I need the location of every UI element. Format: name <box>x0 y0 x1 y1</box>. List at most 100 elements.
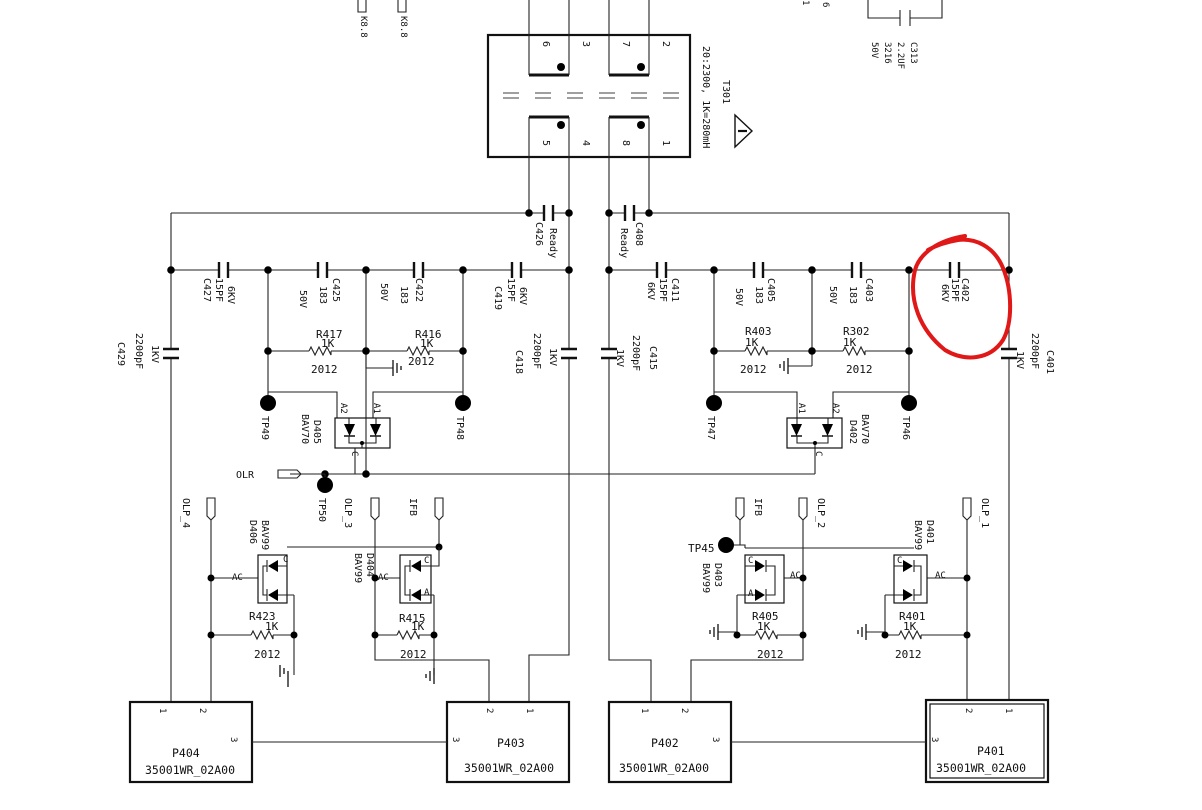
tp49-label: TP49 <box>259 416 270 440</box>
p401-pin1: 1 <box>1003 708 1013 713</box>
tp45-pad[interactable] <box>718 537 734 553</box>
d405-ref: D405 <box>311 420 322 444</box>
c411-ref: C411 <box>669 278 680 302</box>
p404-part: 35001WR_02A00 <box>145 763 235 777</box>
r416-ref: R416 <box>415 328 442 341</box>
r423-zigzag <box>250 629 274 641</box>
r302-ref: R302 <box>843 325 870 338</box>
d401-ref: D401 <box>924 520 935 544</box>
tp47-pad[interactable] <box>706 395 722 411</box>
p403-ref: P403 <box>497 736 525 750</box>
c415-value: 2200pF <box>630 335 641 371</box>
c411-value: 15PF <box>657 278 668 302</box>
t301-pin-7: 7 <box>620 41 631 47</box>
p401-pin2: 2 <box>963 708 973 713</box>
c418-value: 2200pF <box>531 333 542 369</box>
d403-part: BAV99 <box>700 563 711 593</box>
connector-p403: 2 1 3 P403 35001WR_02A00 <box>445 700 571 784</box>
p402-part: 35001WR_02A00 <box>619 761 709 775</box>
t301-pin-5: 5 <box>540 140 551 146</box>
c402-voltage: 6KV <box>939 284 950 302</box>
c429-ref: C429 <box>115 342 126 366</box>
connector-p402: 1 2 3 P402 35001WR_02A00 <box>607 700 733 784</box>
ground-icon-r401 <box>857 624 867 640</box>
c313-package: 3216 <box>882 42 892 64</box>
p403-pin3: 3 <box>450 737 460 742</box>
lower-right-wiring <box>690 520 971 702</box>
r417-value: 1K <box>321 337 335 350</box>
tp48-pad[interactable] <box>455 395 471 411</box>
tp45-label: TP45 <box>688 542 715 555</box>
r302-package: 2012 <box>846 363 873 376</box>
ground-icon-r415 <box>425 668 435 684</box>
d403-pin-a: A <box>748 589 754 599</box>
c401-voltage: 1KV <box>1014 351 1025 369</box>
p402-ref: P402 <box>651 736 679 750</box>
diode-d406: AC C D406 BAV99 <box>232 520 294 604</box>
d406-part: BAV99 <box>259 520 270 550</box>
fragment-label-b: K8.8 <box>398 16 408 38</box>
d405-part: BAV70 <box>299 414 310 444</box>
p404-pin3: 3 <box>228 737 238 742</box>
t301-pin-4: 4 <box>580 140 591 146</box>
c419-voltage: 6KV <box>517 287 528 305</box>
tp46-pad[interactable] <box>901 395 917 411</box>
fragment-label-c: 1 <box>800 0 810 5</box>
t301-pin-2: 2 <box>660 41 671 47</box>
p401-pin3: 3 <box>929 737 939 742</box>
tp50-label: TP50 <box>316 498 327 522</box>
c401-ref: C401 <box>1044 350 1055 374</box>
r405-ref: R405 <box>752 610 779 623</box>
upper-resistors: R417 1K 2012 R416 1K 2012 R403 1K 2012 R… <box>308 325 873 376</box>
tp47-label: TP47 <box>705 416 716 440</box>
t301-pin-3: 3 <box>580 41 591 47</box>
p404-ref: P404 <box>172 746 200 760</box>
r415-value: 1K <box>411 620 425 633</box>
net-olp2: OLP_2 <box>815 498 826 528</box>
r302-value: 1K <box>843 336 857 349</box>
t301-pin-8: 8 <box>620 140 631 146</box>
transformer-t301: 6 3 7 2 5 4 8 1 20:2300, 1K=280mH T301 <box>486 0 754 213</box>
r415-package: 2012 <box>400 648 427 661</box>
diode-d403: AC C A D403 BAV99 <box>700 554 801 604</box>
tp49-pad[interactable] <box>260 395 276 411</box>
d402-ref: D402 <box>847 420 858 444</box>
r415-ref: R415 <box>399 612 426 625</box>
olr-label: OLR <box>236 470 255 481</box>
diode-d405: A2 A1 C D405 BAV70 <box>299 403 391 456</box>
d404-pin-a: A <box>424 588 430 598</box>
c408-value: Ready <box>618 228 629 258</box>
c419-value: 15PF <box>505 278 516 302</box>
r423-package: 2012 <box>254 648 281 661</box>
t301-ref: T301 <box>720 80 731 104</box>
c403-value: 183 <box>847 286 858 304</box>
t301-pin-6: 6 <box>540 41 551 47</box>
c422-voltage: 50V <box>378 283 389 301</box>
d406-ref: D406 <box>247 520 258 544</box>
p401-ref: P401 <box>977 744 1005 758</box>
tp50-pad[interactable] <box>317 477 333 493</box>
net-olp3: OLP_3 <box>342 498 353 528</box>
c313-value: 2.2UF <box>895 42 905 69</box>
p404-pin2: 2 <box>197 708 207 713</box>
ground-icon-r405 <box>709 624 719 640</box>
d405-pin-a1: A1 <box>371 403 381 414</box>
d402-pin-a1: A1 <box>796 403 806 414</box>
d404-part: BAV99 <box>352 553 363 583</box>
c418-ref: C418 <box>513 350 524 374</box>
r401-package: 2012 <box>895 648 922 661</box>
d405-pin-c: C <box>349 451 359 456</box>
r403-ref: R403 <box>745 325 772 338</box>
r423-ref: R423 <box>249 610 276 623</box>
c405-voltage: 50V <box>733 288 744 306</box>
d401-part: BAV99 <box>912 520 923 550</box>
c403-voltage: 50V <box>827 286 838 304</box>
net-ifb-right: IFB <box>752 498 763 516</box>
diode-d404: AC C A D404 BAV99 <box>352 547 440 604</box>
c313-voltage: 50V <box>869 42 879 59</box>
r403-package: 2012 <box>740 363 767 376</box>
bus-wiring <box>170 212 1010 702</box>
d404-ref: D404 <box>364 553 375 577</box>
d401-pin-ac: AC <box>935 571 946 581</box>
c313-ref: C313 <box>908 42 918 64</box>
